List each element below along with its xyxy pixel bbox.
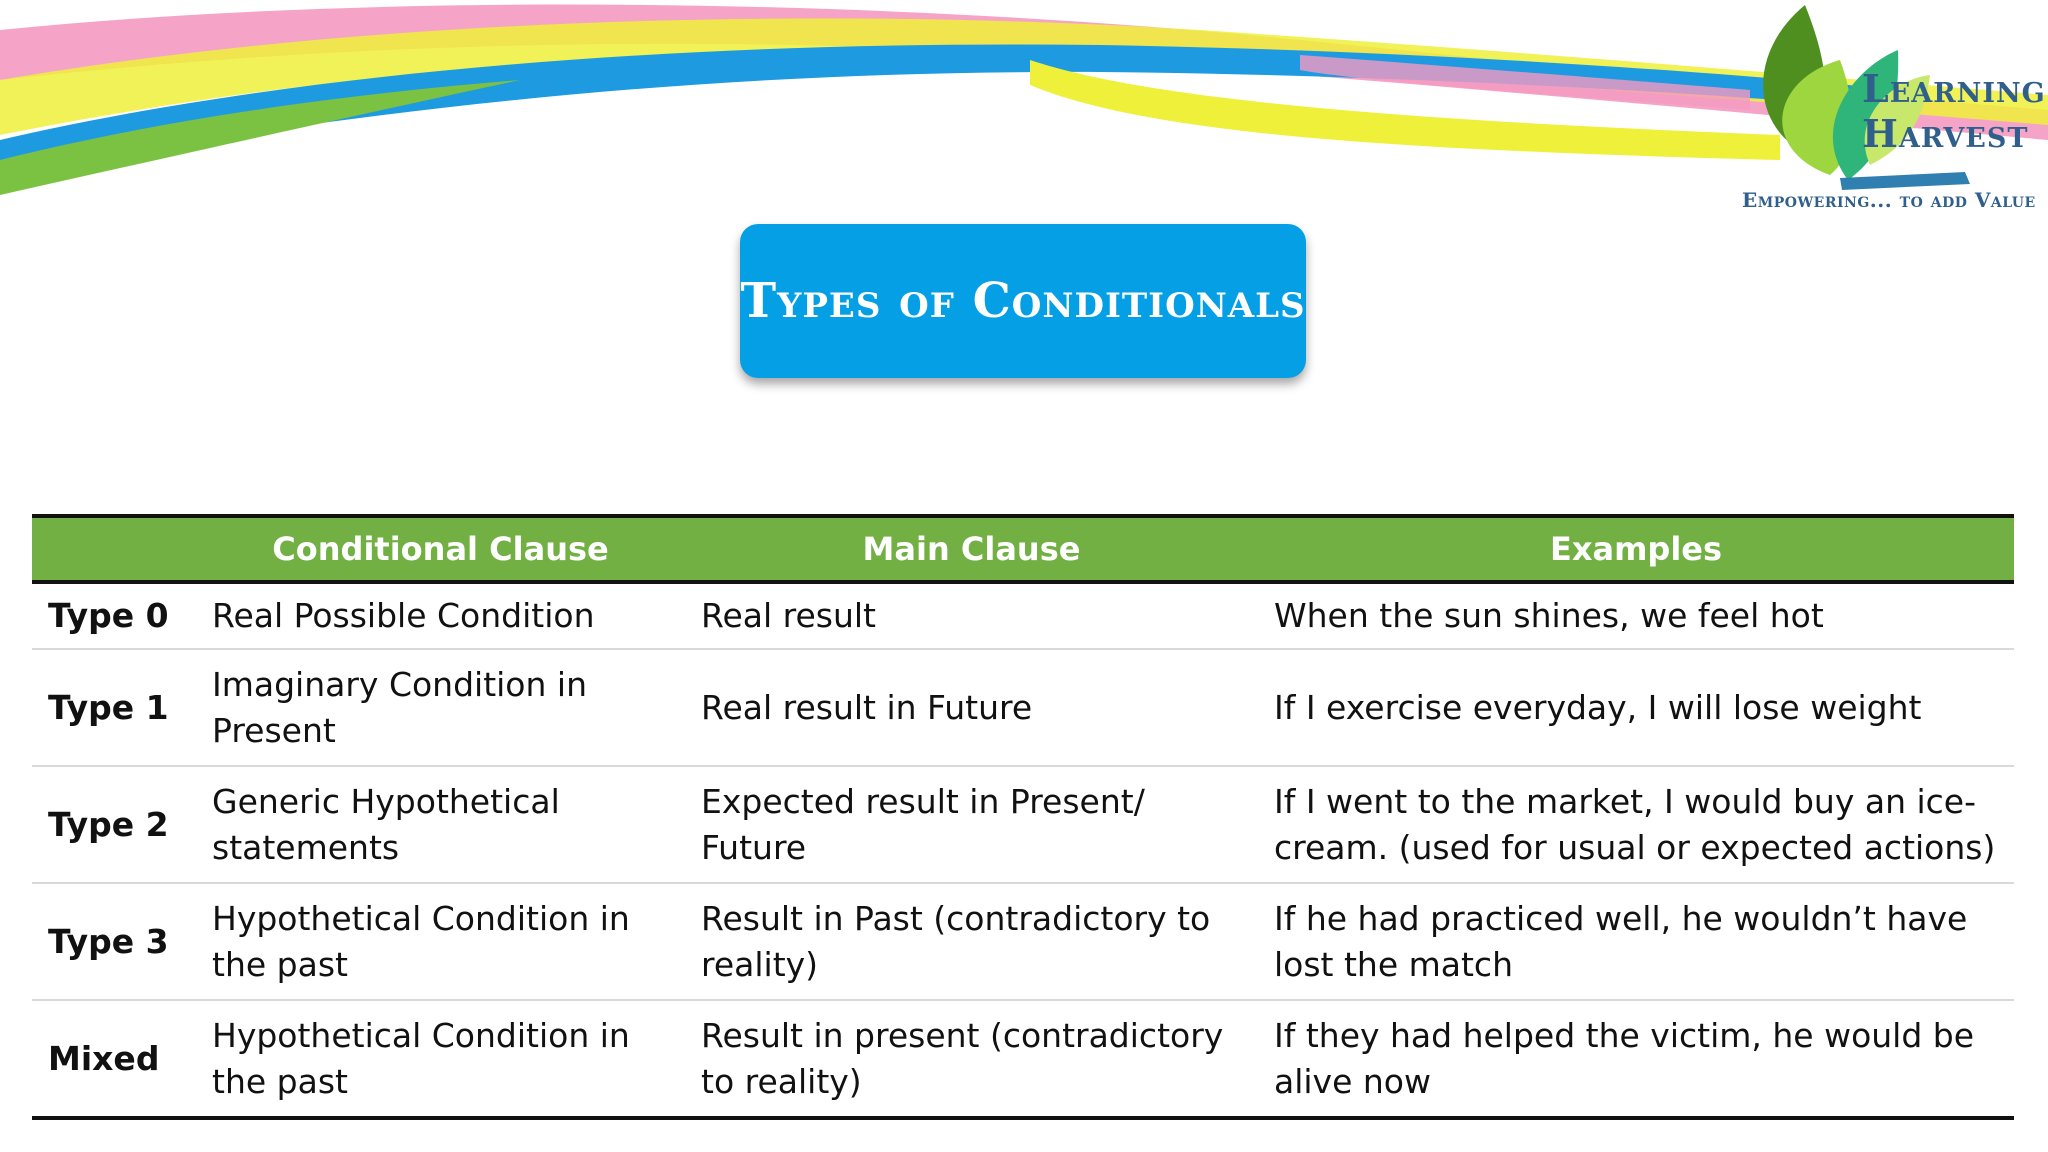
row-main-clause: Real result: [685, 582, 1258, 650]
row-conditional-clause: Generic Hypothetical statements: [196, 766, 685, 884]
logo-title-line1: Learning: [1862, 66, 2046, 111]
row-example: If he had practiced well, he wouldn’t ha…: [1258, 883, 2014, 1001]
header-main-clause: Main Clause: [862, 530, 1081, 568]
row-type: Type 1: [32, 649, 196, 767]
row-main-clause: Expected result in Present/ Future: [685, 766, 1258, 884]
header-type: [32, 516, 196, 582]
row-example: If I exercise everyday, I will lose weig…: [1258, 649, 2014, 767]
row-main-clause: Result in present (contradictory to real…: [685, 1000, 1258, 1120]
leaf-logo: [1763, 5, 1970, 190]
ribbon-yellow-lower: [1030, 60, 1780, 160]
ribbon-yellow: [0, 18, 2048, 135]
leaf-teal: [1832, 50, 1899, 180]
row-type: Type 3: [32, 883, 196, 1001]
row-conditional-clause: Hypothetical Condition in the past: [196, 883, 685, 1001]
table-row: Type 3 Hypothetical Condition in the pas…: [32, 883, 2014, 1001]
row-type: Type 2: [32, 766, 196, 884]
table-row: Type 0 Real Possible Condition Real resu…: [32, 582, 2014, 650]
conditionals-table: Conditional Clause Main Clause Examples …: [32, 514, 2014, 1120]
row-example: If I went to the market, I would buy an …: [1258, 766, 2014, 884]
ribbon-pink-right: [1300, 55, 1750, 110]
row-type: Type 0: [32, 582, 196, 650]
title-box: Types of Conditionals: [740, 224, 1306, 378]
row-example: If they had helped the victim, he would …: [1258, 1000, 2014, 1120]
row-type: Mixed: [32, 1000, 196, 1120]
header-examples: Examples: [1549, 530, 1723, 568]
row-example: When the sun shines, we feel hot: [1258, 582, 2014, 650]
table-header-row: Conditional Clause Main Clause Examples: [32, 516, 2014, 582]
row-main-clause: Result in Past (contradictory to reality…: [685, 883, 1258, 1001]
table-row: Mixed Hypothetical Condition in the past…: [32, 1000, 2014, 1120]
logo-title-line2: Harvest: [1862, 111, 2029, 156]
leaf-lime: [1864, 75, 1930, 165]
row-main-clause: Real result in Future: [685, 649, 1258, 767]
header-conditional-clause: Conditional Clause: [272, 530, 609, 568]
ribbon-banner: [0, 4, 2048, 195]
row-conditional-clause: Real Possible Condition: [196, 582, 685, 650]
conditionals-table-container: Conditional Clause Main Clause Examples …: [32, 514, 2014, 1120]
logo-tagline: Empowering... to add Value: [1742, 188, 2036, 212]
table-row: Type 2 Generic Hypothetical statements E…: [32, 766, 2014, 884]
ribbon-green: [0, 80, 520, 195]
page-title: Types of Conditionals: [740, 273, 1306, 329]
row-conditional-clause: Imaginary Condition in Present: [196, 649, 685, 767]
table-row: Type 1 Imaginary Condition in Present Re…: [32, 649, 2014, 767]
row-conditional-clause: Hypothetical Condition in the past: [196, 1000, 685, 1120]
book-icon: [1840, 172, 1970, 190]
